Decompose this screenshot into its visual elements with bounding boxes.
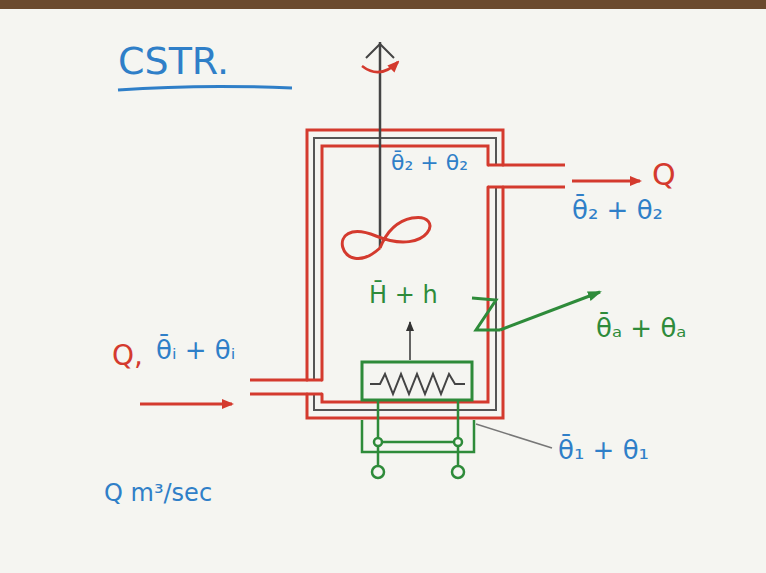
heater-circuit: [362, 400, 474, 478]
ambient-temperature: θ̄ₐ + θₐ: [596, 314, 687, 344]
tank-temperature: θ̄₂ + θ₂: [391, 150, 468, 175]
inlet-flow: Q,: [112, 340, 143, 372]
inlet-temperature: θ̄ᵢ + θᵢ: [156, 336, 235, 366]
impeller: [342, 217, 430, 258]
outlet-arrow: [572, 180, 640, 183]
title-underline: [118, 86, 292, 90]
board-frame: [0, 0, 766, 9]
heat-input: H̄ + h: [369, 282, 438, 310]
rotation-arrow: [362, 62, 398, 72]
resistor-symbol: [370, 374, 465, 394]
heater-box: [362, 362, 472, 400]
heat-loss-arrow: [500, 292, 600, 330]
leader-line: [476, 424, 552, 448]
flow-units: Q m³/sec: [104, 480, 212, 508]
tank-wall: [307, 130, 503, 418]
heat-arrow: [409, 322, 411, 360]
heat-loss-zigzag: [472, 298, 500, 330]
inlet-pipe: [250, 380, 322, 394]
outlet-temperature: θ̄₂ + θ₂: [572, 196, 663, 226]
outlet-flow: Q: [652, 158, 676, 193]
heater-temperature: θ̄₁ + θ₁: [558, 436, 649, 466]
reactor-tank: θ̄₂ + θ₂ H̄ + h: [307, 128, 503, 418]
shaft-top: [366, 44, 394, 58]
outlet-pipe: [488, 165, 565, 187]
inlet-arrow: [140, 403, 232, 406]
diagram-title: CSTR.: [118, 40, 229, 84]
